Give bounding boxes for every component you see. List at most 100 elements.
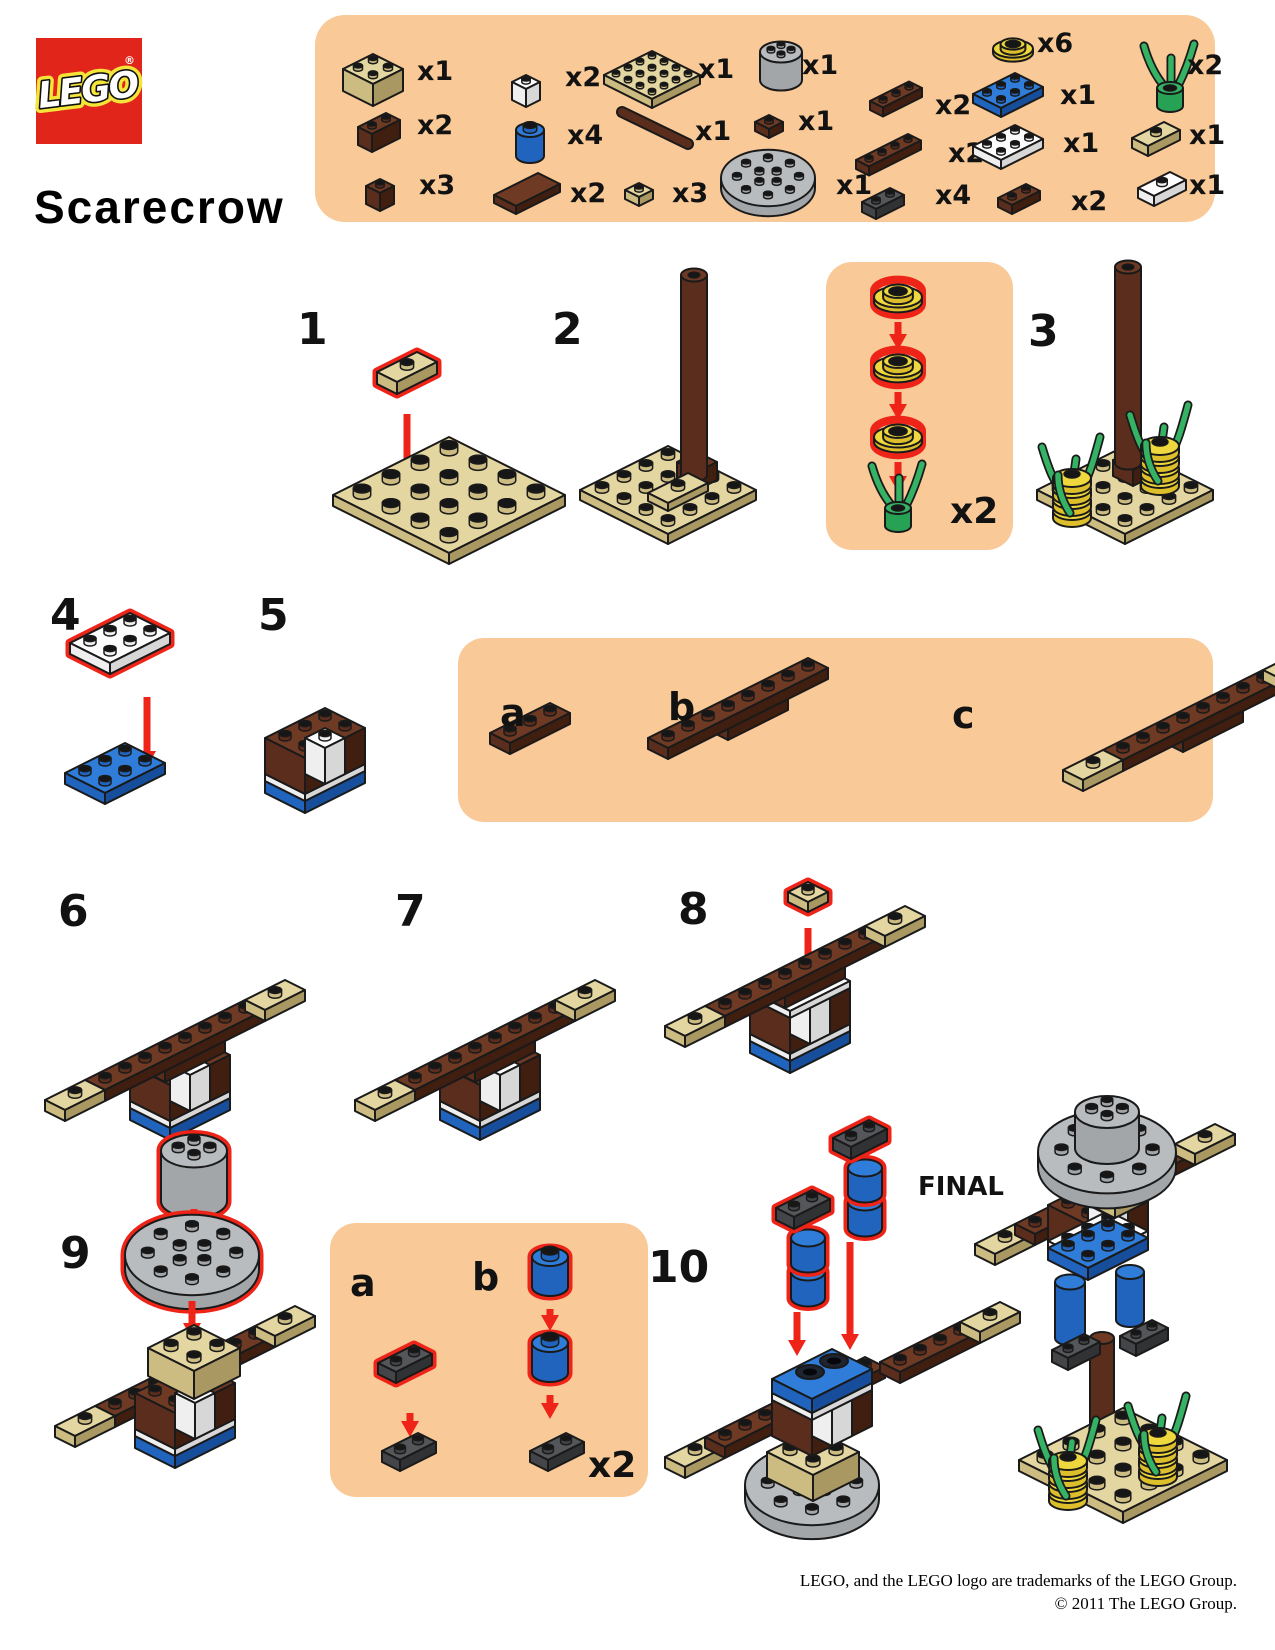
part-brown-plate-1x4-icon xyxy=(855,133,922,177)
part-brown-plate-1x2-quantity: x2 xyxy=(1071,186,1108,217)
step-6-diagram xyxy=(44,979,306,1141)
part-brown-plate-1x2-icon xyxy=(997,183,1041,215)
arrow-piece xyxy=(541,1395,559,1419)
tan-jumper-plate-1x2 xyxy=(1131,121,1181,157)
part-white-brick-1x1-quantity: x2 xyxy=(565,62,602,93)
highlighted-dark-plate xyxy=(373,1340,437,1388)
highlighted-tan-plate xyxy=(783,877,833,917)
box-piece xyxy=(828,1115,892,1164)
foot xyxy=(1051,1333,1101,1371)
highlighted-yellow-ring xyxy=(870,345,926,390)
part-brown-tile-2x4-quantity: x2 xyxy=(570,178,607,209)
box-piece xyxy=(1174,1123,1236,1166)
box-piece xyxy=(664,1005,726,1048)
part-tan-plate-4x4-icon xyxy=(603,50,701,109)
part-dark-gray-plate-1x2-icon xyxy=(861,187,905,220)
lego-logo: LEGO LEGO ® xyxy=(31,38,146,144)
green-plant xyxy=(1139,39,1199,113)
cyl-piece xyxy=(843,1155,887,1207)
brown-plate-1x1 xyxy=(754,114,784,139)
arm-plate-b xyxy=(647,657,829,760)
arrow-piece xyxy=(788,1312,806,1356)
step-1-diagram xyxy=(332,347,566,565)
box-piece xyxy=(244,979,306,1022)
green-plant xyxy=(867,459,927,533)
part-white-jumper-plate-1x2-quantity: x1 xyxy=(1189,170,1226,201)
step-3-number: 3 xyxy=(1028,306,1059,357)
box-piece xyxy=(54,1405,116,1448)
part-tan-brick-2x2-quantity: x1 xyxy=(417,56,454,87)
part-blue-round-brick-1x1-quantity: x4 xyxy=(567,120,604,151)
substep-b2-label: b xyxy=(472,1255,500,1299)
registered-mark: ® xyxy=(124,54,135,67)
part-dark-gray-plate-1x2-quantity: x4 xyxy=(935,180,972,211)
blue-plate-2x3 xyxy=(972,72,1044,118)
corn-stalk xyxy=(1037,432,1105,528)
brown-tile-2x4 xyxy=(493,172,561,215)
callout-arm-substeps xyxy=(458,638,1275,822)
corn-stalk xyxy=(1125,400,1193,496)
brown-brick-1x1 xyxy=(365,178,395,212)
cyl-piece xyxy=(786,1225,830,1277)
white-jumper-plate-1x2 xyxy=(1137,171,1187,207)
copyright-line1: LEGO, and the LEGO logo are trademarks o… xyxy=(799,1571,1237,1590)
tan-plate-4x4 xyxy=(603,50,701,109)
highlighted-round-brick xyxy=(156,1130,232,1222)
part-gray-round-plate-4x4-icon xyxy=(720,148,816,218)
part-tan-plate-4x4-quantity: x1 xyxy=(698,54,735,85)
part-brown-plate-1x3-quantity: x2 xyxy=(935,90,972,121)
part-brown-brick-1x2-quantity: x2 xyxy=(417,110,454,141)
step-3-diagram xyxy=(1036,259,1214,545)
pole xyxy=(680,267,708,483)
final-label: FINAL xyxy=(918,1172,1004,1202)
leg-substep-quantity: x2 xyxy=(588,1445,637,1486)
step-7-diagram xyxy=(354,979,616,1141)
brown-plate-1x3 xyxy=(869,80,923,118)
part-brown-brick-1x1-icon xyxy=(365,178,395,212)
yellow-round-plate-1x1 xyxy=(992,37,1034,63)
substep-b-label: b xyxy=(668,685,696,729)
box-piece xyxy=(1062,749,1124,792)
box-piece xyxy=(959,1301,1021,1344)
white-brick-1x1 xyxy=(511,74,541,108)
final-model-diagram xyxy=(974,1095,1236,1524)
box-piece xyxy=(354,1079,416,1122)
step-2-number: 2 xyxy=(552,304,583,355)
step-9-diagram xyxy=(54,1130,316,1469)
part-green-plant-quantity: x2 xyxy=(1187,50,1224,81)
part-gray-round-brick-2x2-quantity: x1 xyxy=(802,50,839,81)
highlighted-blue-round xyxy=(527,1329,573,1387)
box-piece xyxy=(771,1185,835,1234)
tube-piece xyxy=(819,1353,849,1369)
step-5-diagram xyxy=(264,707,366,814)
box-piece xyxy=(254,1305,316,1348)
part-brown-brick-1x1-quantity: x3 xyxy=(419,170,456,201)
highlighted-white-plate xyxy=(65,608,175,679)
highlighted-round-plate xyxy=(120,1210,264,1314)
step-4-number: 4 xyxy=(50,590,81,641)
part-tan-brick-2x2-icon xyxy=(342,53,404,107)
brown-plate-1x2 xyxy=(997,183,1041,215)
part-brown-plate-1x3-icon xyxy=(869,80,923,118)
part-brown-tile-2x4-icon xyxy=(493,172,561,215)
part-blue-plate-2x3-icon xyxy=(972,72,1044,118)
box-piece xyxy=(529,1432,585,1472)
highlighted-blue-round xyxy=(527,1243,573,1301)
corn-substep-quantity: x2 xyxy=(950,491,999,532)
box-piece xyxy=(1047,1217,1149,1281)
copyright: LEGO, and the LEGO logo are trademarks o… xyxy=(800,1570,1237,1616)
box-piece xyxy=(647,472,709,512)
part-blue-plate-2x3-quantity: x1 xyxy=(1060,80,1097,111)
part-brown-plate-1x1-quantity: x1 xyxy=(798,106,835,137)
highlighted-yellow-ring xyxy=(870,415,926,460)
arm-plate-a xyxy=(489,702,571,755)
gray-round-plate-4x4 xyxy=(720,148,816,218)
part-gray-round-plate-4x4-quantity: x1 xyxy=(836,170,873,201)
part-tan-jumper-plate-1x2-quantity: x1 xyxy=(1189,120,1226,151)
box-piece xyxy=(554,979,616,1022)
part-brown-plate-1x1-icon xyxy=(754,114,784,139)
step-4-diagram xyxy=(64,608,175,805)
arrow-piece xyxy=(889,322,907,350)
tube-piece xyxy=(795,1364,825,1380)
leg xyxy=(1115,1264,1145,1328)
